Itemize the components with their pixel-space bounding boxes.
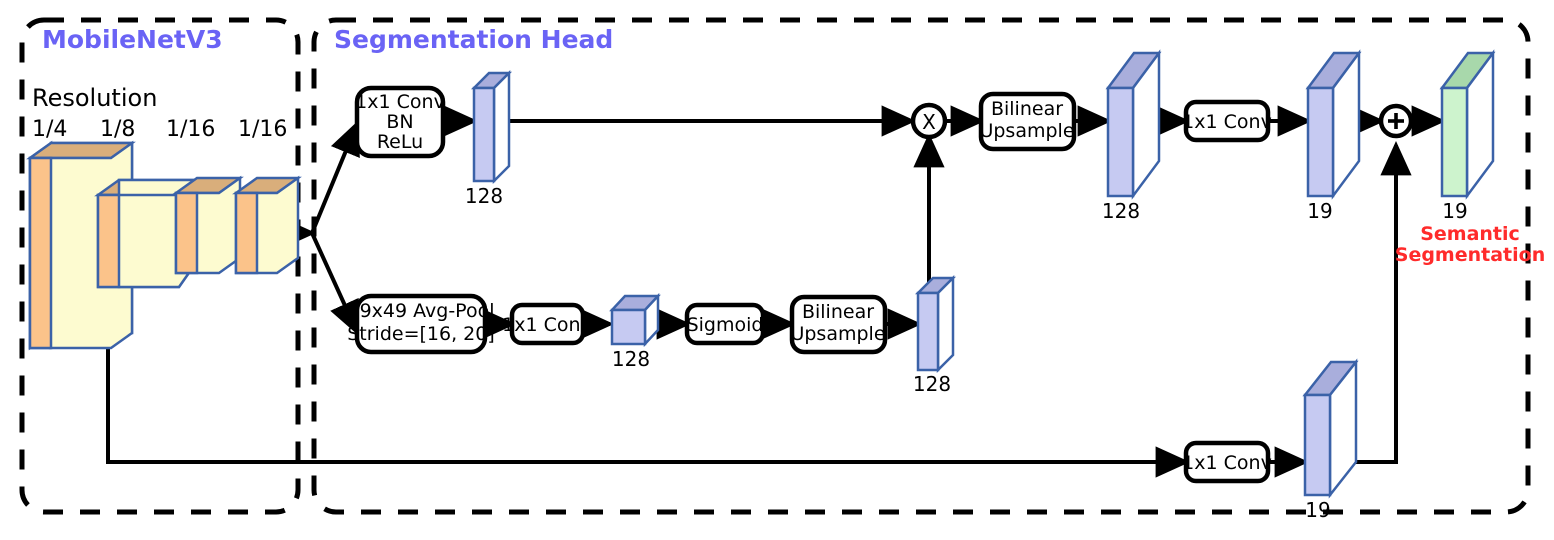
op-label-bilinear-bottom: Bilinear [802,301,874,323]
output-label-line1: Semantic [1420,223,1520,245]
tensor-label-128-attention: 128 [913,372,951,396]
tensor-label-128-vector: 128 [612,347,650,371]
resolution-stage-1: 1/4 [32,117,67,142]
output-label-line2: Segmentation [1395,244,1545,266]
op-add-node[interactable] [1378,103,1414,139]
op-bilinear-upsample-bottom[interactable] [789,294,888,355]
resolution-stage-2: 1/8 [100,117,135,142]
op-conv-bn-relu[interactable] [354,85,446,159]
group-label-segmentation-head: Segmentation Head [334,25,613,54]
tensor-128-vector [609,292,661,348]
op-multiply-node[interactable] [910,102,948,140]
tensor-label-19-skip: 19 [1305,498,1330,522]
tensor-label-19-output: 19 [1442,199,1467,223]
tensor-128-attention [914,274,957,374]
multiply-symbol: X [922,110,936,134]
op-label-bilinear-top: Bilinear [991,98,1063,120]
op-bilinear-upsample-top[interactable] [978,91,1077,152]
op-conv-1x1-pool[interactable] [509,302,586,346]
op-label-conv-1x1-skip: 1x1 Conv [1182,452,1272,474]
op-label-upsample-bottom: Upsample [790,323,885,345]
op-label-stride: Stride=[16, 20] [347,323,495,345]
connections [68,105,1447,478]
resolution-stage-3: 1/16 [166,117,215,142]
op-avg-pool[interactable] [354,293,488,355]
op-label-sigmoid: Sigmoid [687,314,764,336]
tensor-19-skip [1302,358,1359,499]
edge-split-conv [310,120,360,234]
op-label-avgpool: 49x49 Avg-Pool [348,300,495,322]
op-label-relu: ReLu [377,131,423,153]
tensor-label-19-main: 19 [1307,199,1332,223]
op-sigmoid[interactable] [684,302,766,346]
tensor-19-main [1305,49,1362,200]
tensor-19-output [1439,49,1496,200]
group-box-mobilenetv3 [19,17,301,515]
edge-split-pool [310,232,359,336]
group-box-segmentation-head [311,17,1531,515]
resolution-stage-4: 1/16 [238,117,287,142]
edge-t6-add [1340,140,1412,464]
tensor-128-upsampled [1105,49,1162,200]
op-label-bn: BN [386,111,413,133]
op-label-upsample-top: Upsample [979,120,1074,142]
tensor-label-128-upsampled: 128 [1102,199,1140,223]
tensor-128-a [470,69,513,185]
backbone-block-1-16-a [172,175,244,275]
op-conv-1x1-main[interactable] [1183,99,1271,143]
backbone-block-1-16-b [232,175,302,275]
tensor-label-128-a: 128 [465,184,503,208]
op-conv-1x1-skip[interactable] [1183,440,1271,484]
group-label-mobilenetv3: MobileNetV3 [42,25,223,54]
op-label-conv-1x1-pool: 1x1 Conv [502,314,592,336]
op-label-conv-1x1-main: 1x1 Conv [1182,111,1272,133]
resolution-title: Resolution [32,84,157,112]
op-label-conv: 1x1 Conv [355,91,445,113]
